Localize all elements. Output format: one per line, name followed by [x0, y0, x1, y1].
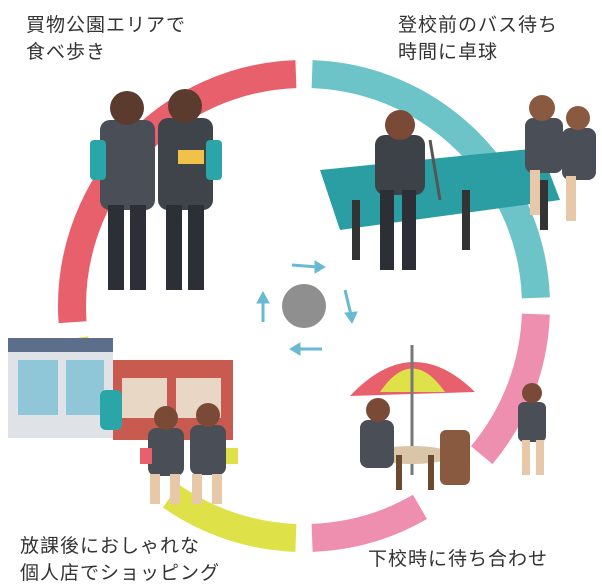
boutique-shop-illustration — [8, 338, 238, 504]
ring-arc-teal — [311, 60, 550, 299]
students-eating-illustration — [90, 89, 222, 290]
caption-shopping-street: 買物公園エリアで 食べ歩き — [26, 12, 186, 66]
table-tennis-illustration — [320, 95, 596, 270]
caption-table-tennis: 登校前のバス待ち 時間に卓球 — [398, 12, 558, 66]
caption-line: 下校時に待ち合わせ — [368, 548, 549, 570]
caption-line: 時間に卓球 — [398, 41, 499, 63]
cycle-arrows — [256, 260, 358, 356]
ring-arc-pink-right — [470, 313, 550, 465]
arrow-bottom — [289, 342, 322, 356]
ring-arc-yellow-bottom — [162, 484, 297, 552]
ring-arc-pink-bottom — [311, 494, 427, 552]
caption-line: 放課後におしゃれな — [20, 535, 201, 557]
caption-line: 個人店でショッピング — [20, 562, 221, 584]
center-circle — [282, 284, 326, 328]
arrow-right — [343, 289, 358, 325]
caption-line: 買物公園エリアで — [26, 14, 187, 36]
caption-line: 食べ歩き — [26, 41, 107, 63]
arrow-top — [291, 260, 326, 274]
caption-boutique: 放課後におしゃれな 個人店でショッピング — [20, 533, 220, 587]
arrow-left — [256, 290, 270, 322]
caption-meetup: 下校時に待ち合わせ — [368, 546, 548, 573]
cafe-meetup-illustration — [350, 345, 546, 490]
caption-line: 登校前のバス待ち — [398, 14, 559, 36]
